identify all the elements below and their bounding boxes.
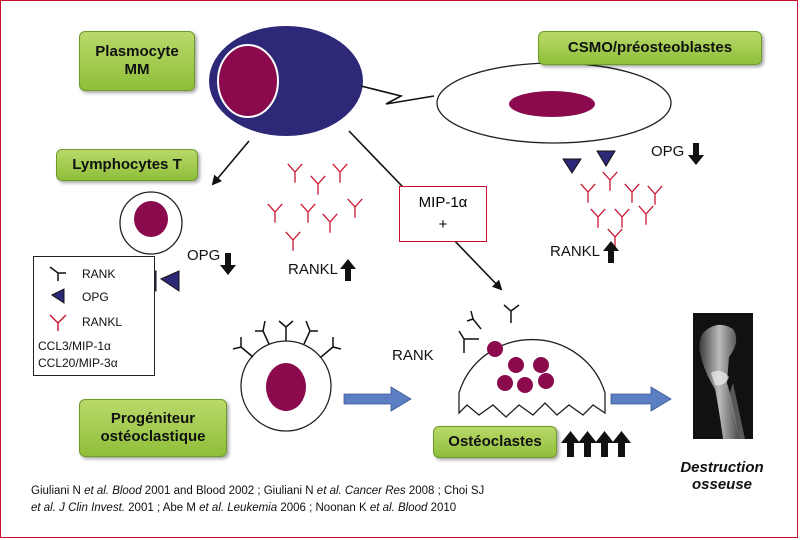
plasmocyte-cell — [209, 26, 363, 136]
destruction-line2: osseuse — [691, 476, 753, 493]
rankl-cluster-center — [267, 163, 363, 251]
mip-label: MIP-1α — [418, 194, 468, 211]
rank-label-osteoclast: RANK — [392, 347, 434, 364]
osteoclastes-box: Ostéoclastes — [433, 426, 557, 458]
adhesion-link — [360, 85, 435, 105]
legend-symbols — [49, 266, 67, 331]
bone-xray-image — [693, 313, 753, 439]
legend-rank-label: RANK — [82, 267, 116, 281]
progenitor-cell — [232, 320, 342, 432]
opg-icon — [51, 288, 65, 304]
arrow-up-icon — [561, 431, 631, 457]
legend-box: RANK OPG RANKL CCL3/MIP-1α CCL20/MIP-3α — [33, 256, 155, 376]
destruction-osseuse-label: Destruction osseuse — [667, 459, 777, 493]
citation-text: Giuliani N et al. Blood 2001 and Blood 2… — [31, 485, 485, 514]
csmo-label: CSMO/préosteoblastes — [567, 39, 733, 56]
lymphocyte-cell — [119, 191, 183, 255]
arrow-down-icon — [688, 143, 704, 165]
arrow-to-lymphocyte — [211, 140, 250, 186]
opg-label-right: OPG — [651, 143, 685, 160]
legend-ccl3-label: CCL3/MIP-1α — [38, 339, 111, 353]
progeniteur-box: Progéniteur ostéoclastique — [79, 399, 227, 457]
legend-ccl20-label: CCL20/MIP-3α — [38, 356, 118, 370]
rankl-label-right: RANKL — [550, 243, 601, 260]
rank-icon — [49, 266, 66, 281]
mm-label: MM — [124, 61, 150, 78]
osteoclast-cell — [458, 304, 606, 418]
plasmocyte-label: Plasmocyte — [95, 43, 179, 60]
csmo-cell — [436, 62, 672, 144]
rankl-label-center: RANKL — [288, 261, 339, 278]
progeniteur-label: Progéniteur — [110, 410, 196, 427]
legend-opg-label: OPG — [82, 290, 109, 304]
blue-arrow-to-destruction — [610, 386, 672, 412]
arrow-up-icon — [340, 259, 356, 281]
mip-box: MIP-1α + — [399, 186, 487, 242]
plasmocyte-mm-box: Plasmocyte MM — [79, 31, 195, 91]
arrow-down-icon — [220, 253, 236, 275]
opg-triangles-right — [562, 150, 616, 174]
destruction-line1: Destruction — [680, 459, 764, 476]
opg-label-left: OPG — [187, 247, 221, 264]
csmo-box: CSMO/préosteoblastes — [538, 31, 762, 65]
arrow-up-icon — [603, 241, 619, 263]
legend-rankl-label: RANKL — [82, 315, 123, 329]
osteoclastique-label: ostéoclastique — [100, 428, 206, 445]
osteoclastes-label: Ostéoclastes — [448, 433, 542, 450]
rankl-cluster-right — [580, 171, 663, 248]
plus-label: + — [438, 216, 448, 233]
blue-arrow-to-osteoclast — [343, 386, 412, 412]
lymphocytes-box: Lymphocytes T — [56, 149, 198, 181]
lymphocytes-label: Lymphocytes T — [72, 156, 182, 173]
rankl-icon — [49, 314, 67, 331]
